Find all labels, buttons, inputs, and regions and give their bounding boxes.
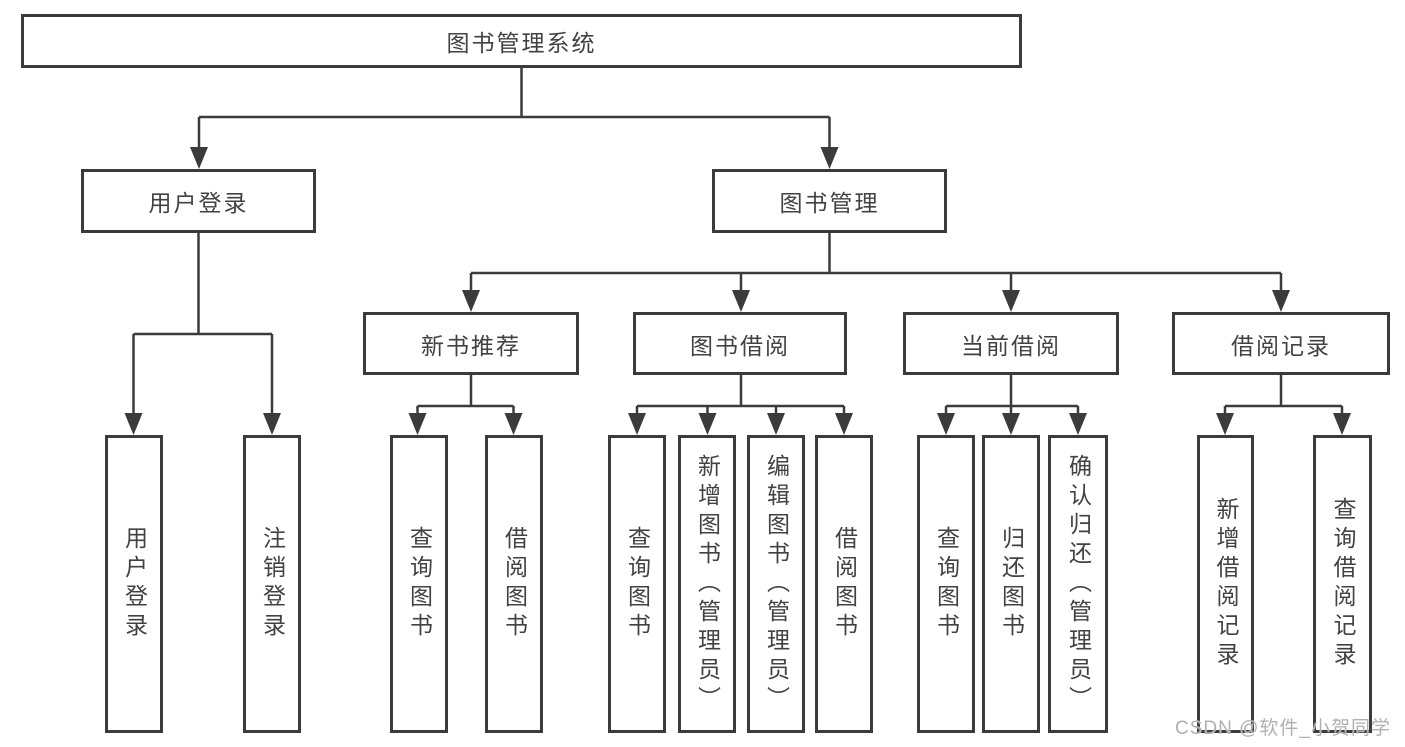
node-label: 编辑图书（管理员） <box>763 453 790 715</box>
node-label: 归还图书 <box>998 526 1025 642</box>
node-label: 用户登录 <box>148 190 249 216</box>
node-label: 确认归还（管理员） <box>1065 453 1092 715</box>
leaf-return-book: 归还图书 <box>982 435 1040 733</box>
node-book-borrow: 图书借阅 <box>633 312 847 375</box>
node-label: 新增图书（管理员） <box>694 453 721 715</box>
csdn-watermark: CSDN @软件_小贺同学 <box>1175 718 1391 739</box>
node-label: 查询图书 <box>624 526 651 642</box>
leaf-edit-book-admin: 编辑图书（管理员） <box>747 435 805 733</box>
leaf-confirm-return-admin: 确认归还（管理员） <box>1048 435 1108 733</box>
node-book-management: 图书管理 <box>712 169 947 233</box>
node-current-borrow: 当前借阅 <box>903 312 1119 375</box>
node-borrow-records: 借阅记录 <box>1172 312 1390 375</box>
node-label: 新书推荐 <box>421 332 521 359</box>
node-label: 图书管理系统 <box>446 30 597 56</box>
leaf-logout: 注销登录 <box>243 435 301 733</box>
leaf-query-books-1: 查询图书 <box>390 435 448 733</box>
leaf-query-books-3: 查询图书 <box>917 435 975 733</box>
leaf-borrow-books-1: 借阅图书 <box>485 435 543 733</box>
node-label: 查询图书 <box>406 526 433 642</box>
leaf-query-borrow-record: 查询借阅记录 <box>1313 435 1372 733</box>
leaf-add-borrow-record: 新增借阅记录 <box>1197 435 1254 733</box>
node-label: 查询借阅记录 <box>1330 497 1356 671</box>
node-library-management-system: 图书管理系统 <box>21 14 1022 68</box>
node-label: 图书借阅 <box>690 332 790 359</box>
node-new-book-recommend: 新书推荐 <box>363 312 579 375</box>
leaf-borrow-books-2: 借阅图书 <box>815 435 873 733</box>
leaf-query-books-2: 查询图书 <box>608 435 666 733</box>
leaf-user-login: 用户登录 <box>105 435 163 733</box>
node-label: 新增借阅记录 <box>1213 497 1239 671</box>
node-label: 借阅图书 <box>831 526 858 642</box>
leaf-add-book-admin: 新增图书（管理员） <box>678 435 736 733</box>
node-label: 图书管理 <box>779 190 880 216</box>
node-label: 查询图书 <box>933 526 960 642</box>
node-label: 借阅记录 <box>1231 332 1331 359</box>
node-label: 借阅图书 <box>501 526 528 642</box>
node-label: 注销登录 <box>259 526 286 642</box>
node-user-login: 用户登录 <box>81 169 316 233</box>
node-label: 当前借阅 <box>961 332 1061 359</box>
node-label: 用户登录 <box>121 526 148 642</box>
